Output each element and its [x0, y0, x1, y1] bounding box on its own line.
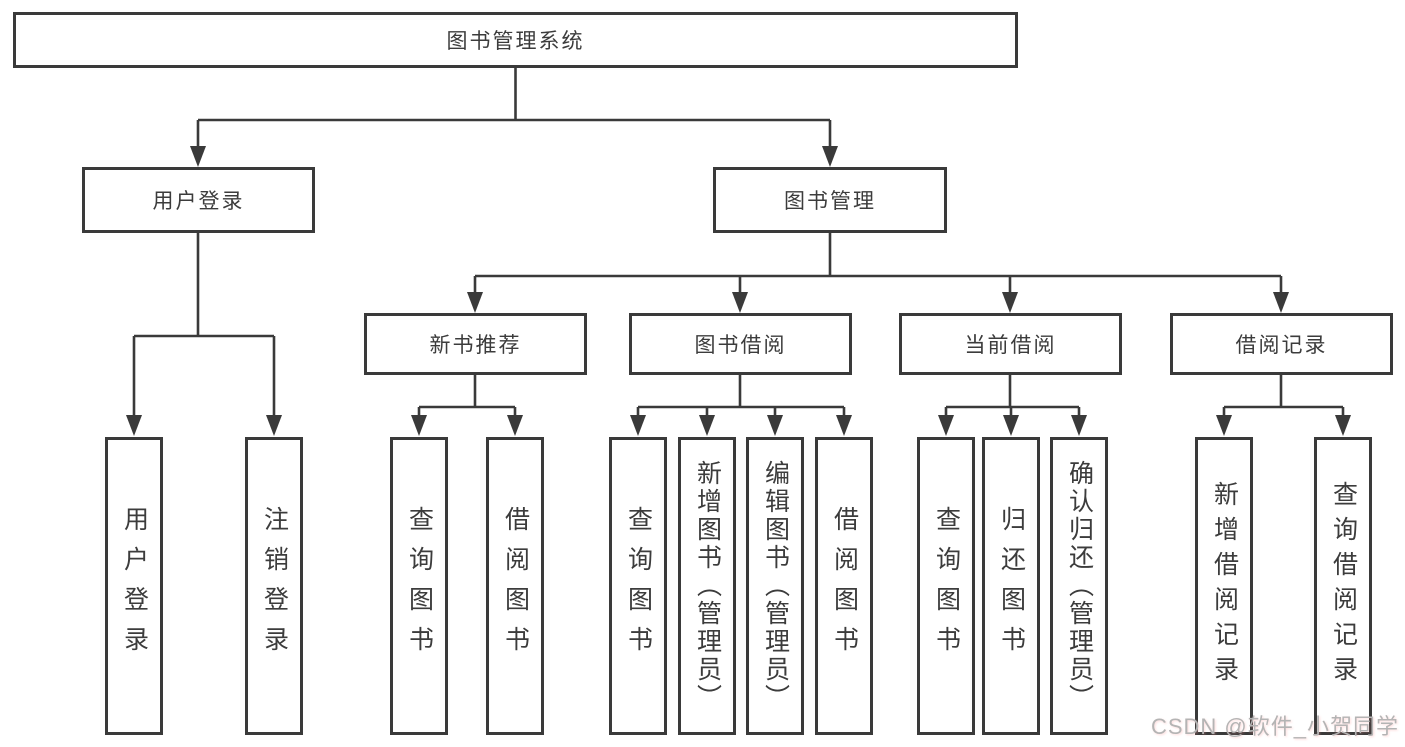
leaf-label: 查询图书 — [624, 506, 653, 666]
leaf-borrow-books-recommend: 借阅图书 — [486, 437, 544, 735]
leaf-label: 编辑图书（管理员） — [761, 460, 790, 712]
leaf-label: 用户登录 — [120, 506, 149, 666]
leaf-add-book-admin: 新增图书（管理员） — [678, 437, 736, 735]
node-book-management: 图书管理 — [713, 167, 947, 233]
leaf-label: 新增图书（管理员） — [693, 460, 722, 712]
leaf-logout: 注销登录 — [245, 437, 303, 735]
csdn-watermark: CSDN @软件_小贺同学 — [1150, 714, 1399, 739]
leaf-return-books: 归还图书 — [982, 437, 1040, 735]
leaf-query-books-borrow: 查询图书 — [609, 437, 667, 735]
leaf-user-login: 用户登录 — [105, 437, 163, 735]
leaf-label: 查询借阅记录 — [1329, 481, 1358, 691]
leaf-label: 归还图书 — [997, 506, 1026, 666]
leaf-label: 借阅图书 — [501, 506, 530, 666]
node-borrow-records: 借阅记录 — [1170, 313, 1393, 375]
leaf-label: 查询图书 — [932, 506, 961, 666]
node-current-borrow: 当前借阅 — [899, 313, 1122, 375]
leaf-label: 借阅图书 — [830, 506, 859, 666]
leaf-edit-book-admin: 编辑图书（管理员） — [746, 437, 804, 735]
leaf-query-books-recommend: 查询图书 — [390, 437, 448, 735]
leaf-query-borrow-record: 查询借阅记录 — [1314, 437, 1372, 735]
leaf-label: 查询图书 — [405, 506, 434, 666]
leaf-borrow-books: 借阅图书 — [815, 437, 873, 735]
node-book-borrow: 图书借阅 — [629, 313, 852, 375]
leaf-label: 确认归还（管理员） — [1065, 460, 1094, 712]
leaf-label: 注销登录 — [260, 506, 289, 666]
leaf-confirm-return-admin: 确认归还（管理员） — [1050, 437, 1108, 735]
node-new-book-recommend: 新书推荐 — [364, 313, 587, 375]
leaf-query-books-current: 查询图书 — [917, 437, 975, 735]
leaf-add-borrow-record: 新增借阅记录 — [1195, 437, 1253, 735]
leaf-label: 新增借阅记录 — [1210, 481, 1239, 691]
node-user-login: 用户登录 — [82, 167, 315, 233]
node-root: 图书管理系统 — [13, 12, 1018, 68]
